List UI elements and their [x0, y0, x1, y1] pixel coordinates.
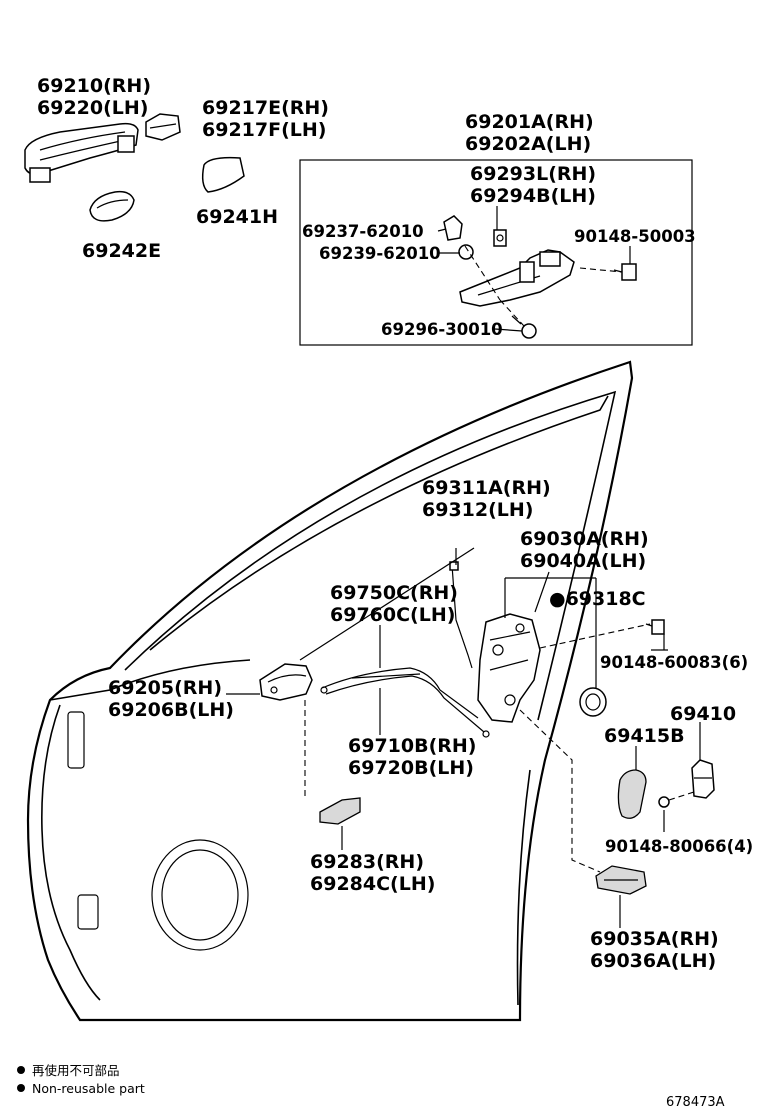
door-lock-part — [477, 613, 541, 723]
label-protector-rh: 69035A(RH) — [590, 928, 719, 950]
label-striker-screw: 90148-80066(4) — [605, 837, 753, 856]
handle-cap-part — [145, 113, 181, 141]
door-protector-part — [595, 865, 647, 895]
label-lock-screw: 90148-60083(6) — [600, 653, 748, 672]
label-frame-lh: 69202A(LH) — [465, 133, 591, 155]
inside-handle-part — [259, 663, 313, 701]
part-labels: 69210(RH) 69220(LH) 69217E(RH) 69217F(LH… — [37, 75, 753, 972]
label-bezel-rh: 69283(RH) — [310, 851, 424, 873]
striker-screw-part — [658, 791, 695, 808]
label-rod-rh: 69311A(RH) — [422, 477, 551, 499]
label-screw-frame: 69296-30010 — [381, 320, 503, 339]
legend-en: Non-reusable part — [32, 1081, 145, 1096]
striker-part — [691, 759, 715, 799]
label-inside-handle-rh: 69205(RH) — [108, 677, 222, 699]
label-outer-handle-lh: 69220(LH) — [37, 97, 148, 119]
clip-parts — [443, 215, 474, 260]
label-clip-1: 69237-62010 — [302, 222, 424, 241]
label-frame-rh: 69201A(RH) — [465, 111, 594, 133]
label-inside-handle-lh: 69206B(LH) — [108, 699, 234, 721]
frame-screw-part — [511, 315, 537, 339]
label-striker: 69410 — [670, 703, 736, 725]
diagram-code: 678473A — [666, 1095, 725, 1110]
label-cable2-rh: 69710B(RH) — [348, 735, 476, 757]
label-ring: ●69318C — [549, 588, 646, 610]
label-handle-cap-rh: 69217E(RH) — [202, 97, 329, 119]
lock-ring-part — [579, 687, 607, 717]
label-rod-lh: 69312(LH) — [422, 499, 533, 521]
label-bezel-lh: 69284C(LH) — [310, 873, 435, 895]
label-cable-lh: 69760C(LH) — [330, 604, 455, 626]
label-lock-rh: 69030A(RH) — [520, 528, 649, 550]
label-bolt-frame: 90148-50003 — [574, 227, 696, 246]
door-hole — [67, 711, 85, 769]
legend-bullet-icon — [17, 1066, 25, 1074]
label-cable2-lh: 69720B(LH) — [348, 757, 474, 779]
label-outer-handle-rh: 69210(RH) — [37, 75, 151, 97]
label-pad-rear: 69241H — [196, 206, 278, 228]
legend: 再使用不可部品 Non-reusable part — [17, 1063, 145, 1096]
legend-jp: 再使用不可部品 — [32, 1063, 120, 1078]
label-frame-sub-rh: 69293L(RH) — [470, 163, 596, 185]
speaker-hole — [151, 839, 249, 951]
lock-rod-part — [449, 561, 473, 669]
label-frame-sub-lh: 69294B(LH) — [470, 185, 596, 207]
handle-frame-part — [459, 229, 575, 307]
label-cable-rh: 69750C(RH) — [330, 582, 458, 604]
label-pad-front: 69242E — [82, 240, 161, 262]
label-lock-lh: 69040A(LH) — [520, 550, 646, 572]
inside-bezel-part — [319, 797, 361, 825]
handle-pad-front-part — [89, 190, 135, 222]
door-panel — [26, 360, 634, 1022]
frame-box — [299, 159, 693, 346]
label-striker-plate: 69415B — [604, 725, 685, 747]
label-handle-cap-lh: 69217F(LH) — [202, 119, 326, 141]
outside-handle-part — [24, 122, 139, 183]
striker-plate-part — [617, 769, 647, 819]
cable-part — [320, 667, 490, 738]
frame-bolt-part — [613, 263, 637, 281]
lock-screw-part — [645, 619, 665, 635]
legend-bullet-icon — [17, 1084, 25, 1092]
handle-pad-rear-part — [201, 156, 245, 193]
label-clip-2: 69239-62010 — [319, 244, 441, 263]
label-protector-lh: 69036A(LH) — [590, 950, 716, 972]
